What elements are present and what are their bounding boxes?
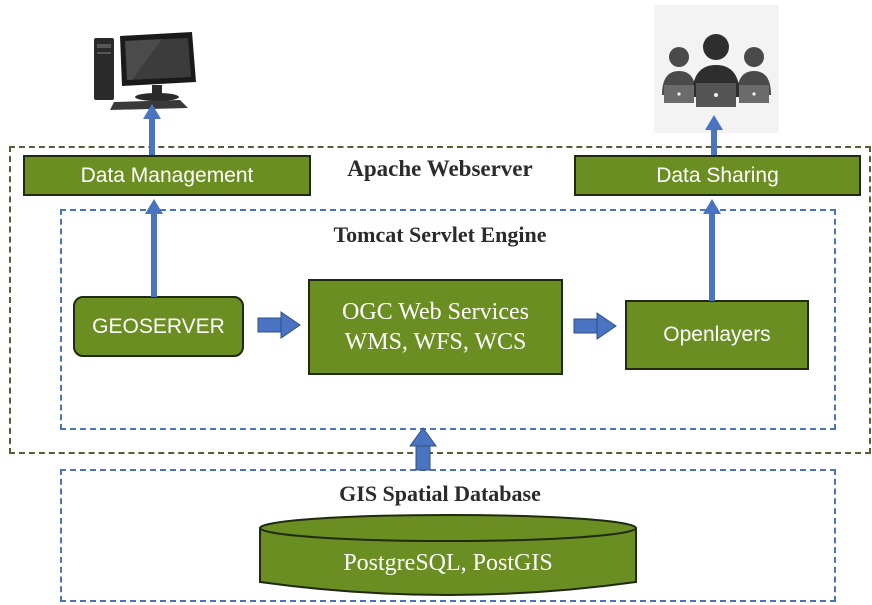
database-cylinder [258, 512, 638, 600]
arrow-right-ogc-to-openlayers [573, 312, 617, 340]
openlayers-box: Openlayers [625, 300, 809, 370]
gis-database-title: GIS Spatial Database [339, 481, 541, 506]
gis-database-container [60, 469, 836, 602]
arrow-up-openlayers-to-data-sharing [703, 199, 721, 301]
geoserver-box: GEOSERVER [73, 296, 244, 357]
arrow-up-data-management-to-computer [143, 104, 161, 155]
tomcat-servlet-container [60, 209, 836, 430]
arrow-up-data-sharing-to-users [705, 115, 723, 155]
data-management-box: Data Management [23, 155, 311, 196]
arrow-right-geoserver-to-ogc [257, 311, 301, 339]
database-label: PostgreSQL, PostGIS [343, 550, 553, 576]
arrow-up-geoserver-to-data-management [145, 199, 163, 297]
ogc-line-1: OGC Web Services [342, 299, 529, 325]
apache-webserver-container [9, 146, 871, 454]
users-group-icon [654, 5, 779, 133]
desktop-computer-icon [92, 30, 202, 110]
ogc-line-2: WMS, WFS, WCS [344, 329, 527, 355]
arrow-up-database-to-tomcat [409, 427, 437, 471]
ogc-web-services-box: OGC Web Services WMS, WFS, WCS [308, 279, 563, 375]
apache-webserver-title: Apache Webserver [347, 156, 533, 181]
tomcat-servlet-title: Tomcat Servlet Engine [333, 222, 547, 247]
data-sharing-box: Data Sharing [574, 155, 861, 196]
